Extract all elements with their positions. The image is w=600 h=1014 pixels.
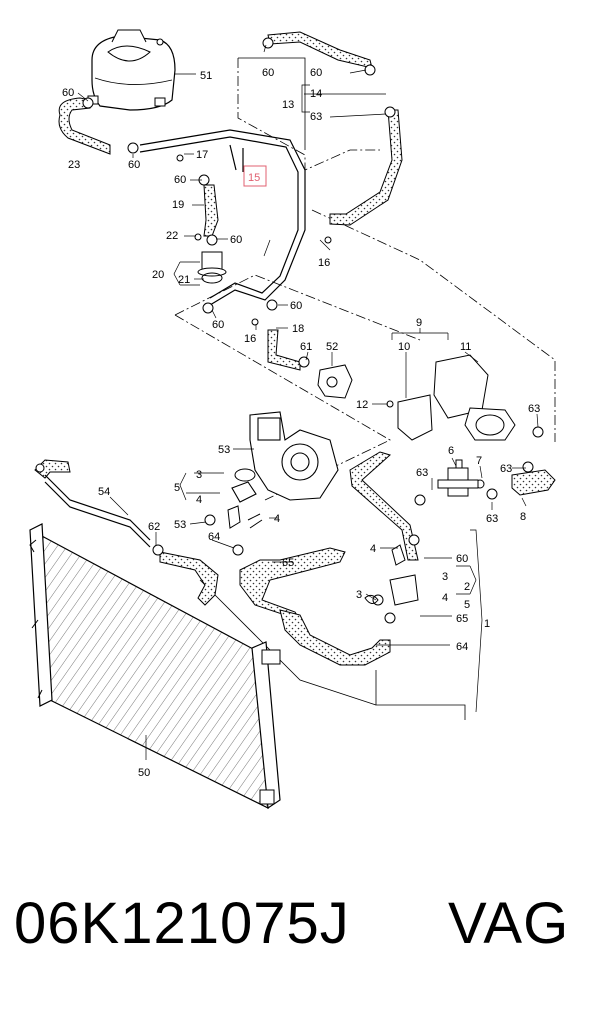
leader-lines — [77, 44, 539, 760]
callout-14: 14 — [310, 88, 322, 100]
brand-name: VAG — [448, 891, 570, 956]
callout-63: 63 — [416, 467, 428, 479]
callout-5: 5 — [464, 599, 470, 611]
callout-16: 16 — [318, 257, 330, 269]
radiator — [29, 523, 281, 810]
part-number: 06K121075J — [14, 891, 350, 956]
hose-64-upper — [239, 547, 346, 621]
callout-60: 60 — [62, 87, 74, 99]
callout-60: 60 — [230, 234, 242, 246]
callout-11: 11 — [460, 341, 471, 353]
callout-4: 4 — [196, 494, 202, 506]
callout-53: 53 — [174, 519, 186, 531]
hose-8 — [511, 469, 556, 496]
callout-19: 19 — [172, 199, 184, 211]
callout-4: 4 — [274, 513, 280, 525]
clamps — [35, 37, 544, 624]
boundary-right — [311, 209, 556, 442]
callout-63: 63 — [528, 403, 540, 415]
callout-23: 23 — [68, 159, 80, 171]
callout-52: 52 — [326, 341, 338, 353]
callout-60: 60 — [128, 159, 140, 171]
thermostat-housing — [197, 251, 227, 284]
coolant-system-diagram: 60 51 60 23 60 17 60 15 19 22 60 20 21 1… — [29, 29, 556, 810]
callout-2: 2 — [464, 581, 470, 593]
hose-64-lower — [279, 609, 391, 666]
callout-21: 21 — [178, 274, 190, 286]
callout-54: 54 — [98, 486, 110, 498]
callout-4: 4 — [370, 543, 376, 555]
callout-62: 62 — [148, 521, 160, 533]
callout-15: 15 — [248, 172, 260, 184]
callout-8: 8 — [520, 511, 526, 523]
callout-5: 5 — [174, 482, 180, 494]
callout-60: 60 — [212, 319, 224, 331]
hose-upper-right — [349, 451, 419, 561]
hose-13-upper — [267, 31, 373, 69]
hoses — [34, 31, 556, 666]
highlight-box-15 — [243, 165, 267, 187]
hose-54-end — [34, 459, 71, 479]
callout-16: 16 — [244, 333, 256, 345]
callout-12: 12 — [356, 399, 368, 411]
callout-13: 13 — [282, 99, 294, 111]
callout-22: 22 — [166, 230, 178, 242]
callout-51: 51 — [200, 70, 212, 82]
boundary-top — [237, 58, 380, 171]
hose-23 — [58, 97, 111, 155]
callout-9: 9 — [416, 317, 422, 329]
coolant-pump-housing — [231, 411, 339, 503]
callout-4: 4 — [442, 592, 448, 604]
callout-63: 63 — [500, 463, 512, 475]
callout-60: 60 — [310, 67, 322, 79]
callout-60: 60 — [262, 67, 274, 79]
callout-3: 3 — [196, 469, 202, 481]
hose-62 — [159, 551, 219, 606]
hose-18 — [267, 329, 301, 371]
callout-64: 64 — [456, 641, 468, 653]
callout-10: 10 — [398, 341, 410, 353]
rigid-pipes — [44, 129, 306, 548]
hose-13-lower — [329, 109, 403, 226]
callout-3: 3 — [356, 589, 362, 601]
coolant-valve — [437, 459, 479, 497]
callout-7: 7 — [476, 455, 482, 467]
auxiliary-pump — [397, 354, 516, 441]
callout-18: 18 — [292, 323, 304, 335]
callout-63: 63 — [486, 513, 498, 525]
callout-60: 60 — [456, 553, 468, 565]
callout-63: 63 — [310, 111, 322, 123]
callout-3: 3 — [442, 571, 448, 583]
callout-65: 65 — [282, 557, 294, 569]
callout-1: 1 — [484, 618, 490, 630]
callout-50: 50 — [138, 767, 150, 779]
callout-labels: 60 51 60 23 60 17 60 15 19 22 60 20 21 1… — [62, 67, 540, 779]
callout-60: 60 — [290, 300, 302, 312]
boundary-middle — [174, 314, 391, 501]
callout-60: 60 — [174, 174, 186, 186]
callout-61: 61 — [300, 341, 312, 353]
callout-53: 53 — [218, 444, 230, 456]
callout-20: 20 — [152, 269, 164, 281]
callout-17: 17 — [196, 149, 208, 161]
expansion-tank — [87, 29, 176, 111]
hose-19 — [203, 184, 219, 237]
callout-6: 6 — [448, 445, 454, 457]
callout-64: 64 — [208, 531, 220, 543]
temperature-sender — [317, 364, 353, 399]
callout-65: 65 — [456, 613, 468, 625]
